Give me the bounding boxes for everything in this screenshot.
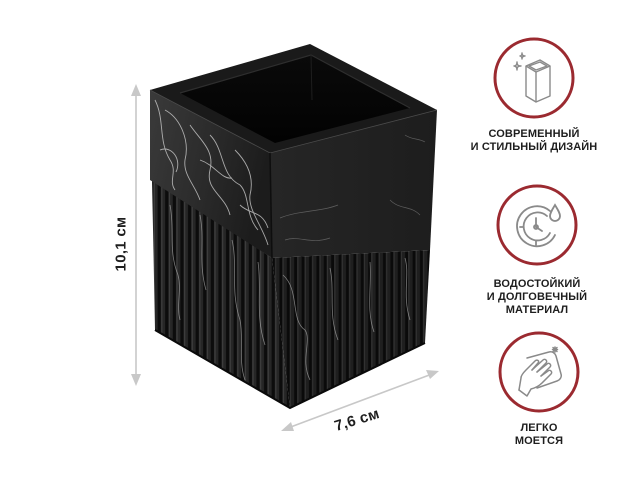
cup-ribbed-right-face	[272, 250, 430, 408]
hand-wipe-icon	[498, 331, 580, 413]
feature-label-line: МАТЕРИАЛ	[505, 304, 569, 316]
cup-upper-right-face	[270, 110, 437, 258]
clock-water-drop-icon	[496, 184, 578, 266]
feature-label-line: И СТИЛЬНЫЙ ДИЗАЙН	[470, 141, 598, 153]
feature-label-line: ВОДОСТОЙКИЙ	[493, 278, 581, 290]
feature-easy-clean: ЛЕГКО МОЕТСЯ	[469, 330, 609, 448]
height-dimension-arrow	[131, 84, 141, 386]
feature-label-line: И ДОЛГОВЕЧНЫЙ	[486, 291, 588, 303]
cup-upper-left-face	[150, 90, 272, 258]
feature-modern-design: СОВРЕМЕННЫЙ И СТИЛЬНЫЙ ДИЗАЙН	[464, 36, 604, 154]
height-dimension-label: 10,1 см	[112, 216, 130, 272]
cube-sparkle-icon	[493, 37, 575, 119]
width-dimension-arrow	[281, 370, 439, 431]
feature-label-line: МОЕТСЯ	[514, 435, 564, 447]
cup-ribbed-left-face	[152, 178, 290, 408]
feature-label-line: СОВРЕМЕННЫЙ	[488, 128, 580, 140]
feature-waterproof-material: ВОДОСТОЙКИЙ И ДОЛГОВЕЧНЫЙ МАТЕРИАЛ	[467, 183, 607, 317]
cup-opening	[180, 55, 410, 143]
feature-label-line: ЛЕГКО	[520, 422, 558, 434]
